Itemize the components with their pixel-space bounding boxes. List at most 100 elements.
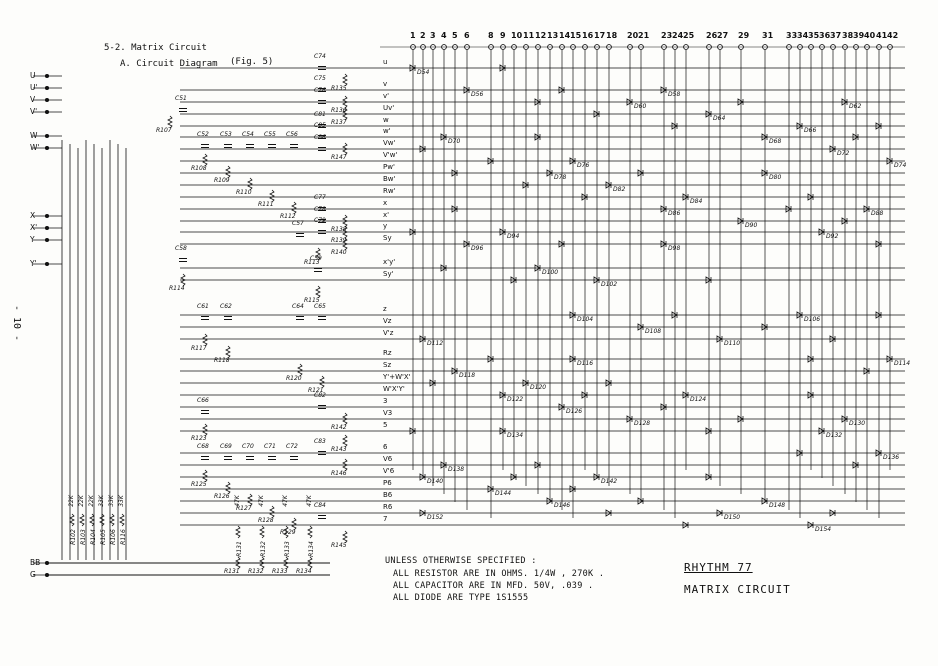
pullup-ref-8: R133 — [283, 541, 291, 557]
notes-resistor: ALL RESISTOR ARE IN OHMS. 1/4W , 270K . — [393, 569, 605, 579]
capacitor-label-26: C82 — [314, 392, 326, 399]
bus-label-12: x' — [383, 211, 390, 219]
capacitor-18 — [290, 456, 298, 460]
input-label-0: U — [30, 71, 36, 80]
pullup-value-3: 33K — [97, 495, 105, 507]
capacitor-label-22: C77 — [314, 194, 326, 201]
bus-label-17: z — [383, 305, 387, 313]
capacitor-label-9: C61 — [197, 303, 209, 310]
bus-label-9: Bw' — [383, 175, 396, 183]
diode-99 — [682, 521, 689, 529]
diode-21 — [487, 157, 494, 165]
capacitor-label-23: C78 — [314, 206, 326, 213]
resistor-label-30: R143 — [331, 446, 347, 453]
capacitor-17 — [268, 456, 276, 460]
capacitor-label-18: C72 — [286, 443, 298, 450]
resistor-label-11: R120 — [286, 375, 302, 382]
diode-83 — [852, 461, 859, 469]
diode-79 — [409, 427, 416, 435]
capacitor-label-0: C51 — [175, 95, 187, 102]
diode-6 — [626, 98, 633, 106]
diode-94 — [761, 497, 768, 505]
diode-52 — [796, 311, 803, 319]
capacitor-19 — [318, 66, 326, 70]
pullup-value-9: 47K — [305, 495, 313, 507]
bus-label-7: V'w' — [383, 151, 398, 159]
resistor-8 — [315, 285, 321, 299]
diode-37 — [841, 217, 848, 225]
output-pin-label-27: 34 — [797, 31, 809, 40]
pullup-ref-7: R132 — [259, 541, 267, 557]
output-pin-label-34: 41 — [876, 31, 888, 40]
diode-36 — [737, 217, 744, 225]
bus-label-15: x'y' — [383, 258, 396, 266]
capacitor-29 — [318, 135, 326, 139]
diode-80 — [499, 427, 506, 435]
pullup-resistor-9 — [307, 525, 313, 539]
resistor-label-12: R121 — [308, 387, 324, 394]
diode-39 — [409, 228, 416, 236]
diode-71 — [807, 391, 814, 399]
diode-66 — [522, 379, 529, 387]
resistor-0 — [167, 115, 173, 129]
diode-100 — [807, 521, 814, 529]
output-pin-label-1: 2 — [420, 31, 426, 40]
resistor-label-29: R142 — [331, 424, 347, 431]
capacitor-20 — [318, 88, 326, 92]
output-pin-label-21: 25 — [683, 31, 695, 40]
diode-82 — [875, 449, 882, 457]
diode-57 — [829, 335, 836, 343]
capacitor-9 — [201, 316, 209, 320]
resistor-label-27: R139 — [331, 237, 347, 244]
diode-8 — [841, 98, 848, 106]
pullup-value-5: 33K — [117, 495, 125, 507]
diode-label-2: D56 — [471, 91, 484, 98]
diode-32 — [660, 205, 667, 213]
output-pin-label-12: 14 — [559, 31, 571, 40]
diode-17 — [534, 133, 541, 141]
output-pin-label-16: 18 — [606, 31, 618, 40]
diode-label-32: D86 — [668, 210, 681, 217]
diode-89 — [705, 473, 712, 481]
capacitor-label-2: C53 — [220, 131, 232, 138]
resistor-label-14: R125 — [191, 481, 207, 488]
diode-40 — [499, 228, 506, 236]
diode-label-50: D104 — [577, 316, 594, 323]
diode-15 — [852, 133, 859, 141]
resistor-label-13: R123 — [191, 435, 207, 442]
pullup-resistor-6 — [235, 525, 241, 539]
output-pin-label-7: 9 — [500, 31, 506, 40]
diode-76 — [841, 415, 848, 423]
subsection-title: A. Circuit Diagram — [120, 59, 218, 69]
input-label-5: W' — [30, 143, 40, 152]
capacitor-25 — [318, 124, 326, 128]
resistor-7 — [180, 273, 186, 287]
pullup-value-7: 47K — [257, 495, 265, 507]
diode-63 — [863, 367, 870, 375]
capacitor-label-1: C52 — [197, 131, 209, 138]
diode-label-78: D132 — [826, 432, 843, 439]
diode-label-4: D58 — [668, 91, 681, 98]
diode-47 — [510, 276, 517, 284]
capacitor-2 — [224, 144, 232, 148]
bus-label-11: x — [383, 199, 388, 207]
bus-label-21: Sz — [383, 361, 392, 369]
diode-24 — [546, 169, 553, 177]
output-pin-label-23: 27 — [717, 31, 729, 40]
output-pin-label-31: 38 — [842, 31, 854, 40]
diode-75 — [737, 415, 744, 423]
bus-label-16: Sy' — [383, 270, 394, 278]
diode-10 — [705, 110, 712, 118]
bus-label-13: y — [383, 222, 388, 230]
diode-97 — [829, 509, 836, 517]
capacitor-label-13: C66 — [197, 397, 209, 404]
resistor-31 — [342, 530, 348, 544]
diode-7 — [737, 98, 744, 106]
diode-label-56: D110 — [724, 340, 741, 347]
capacitor-label-5: C56 — [286, 131, 298, 138]
diode-74 — [626, 415, 633, 423]
diode-44 — [660, 240, 667, 248]
diode-90 — [487, 485, 494, 493]
